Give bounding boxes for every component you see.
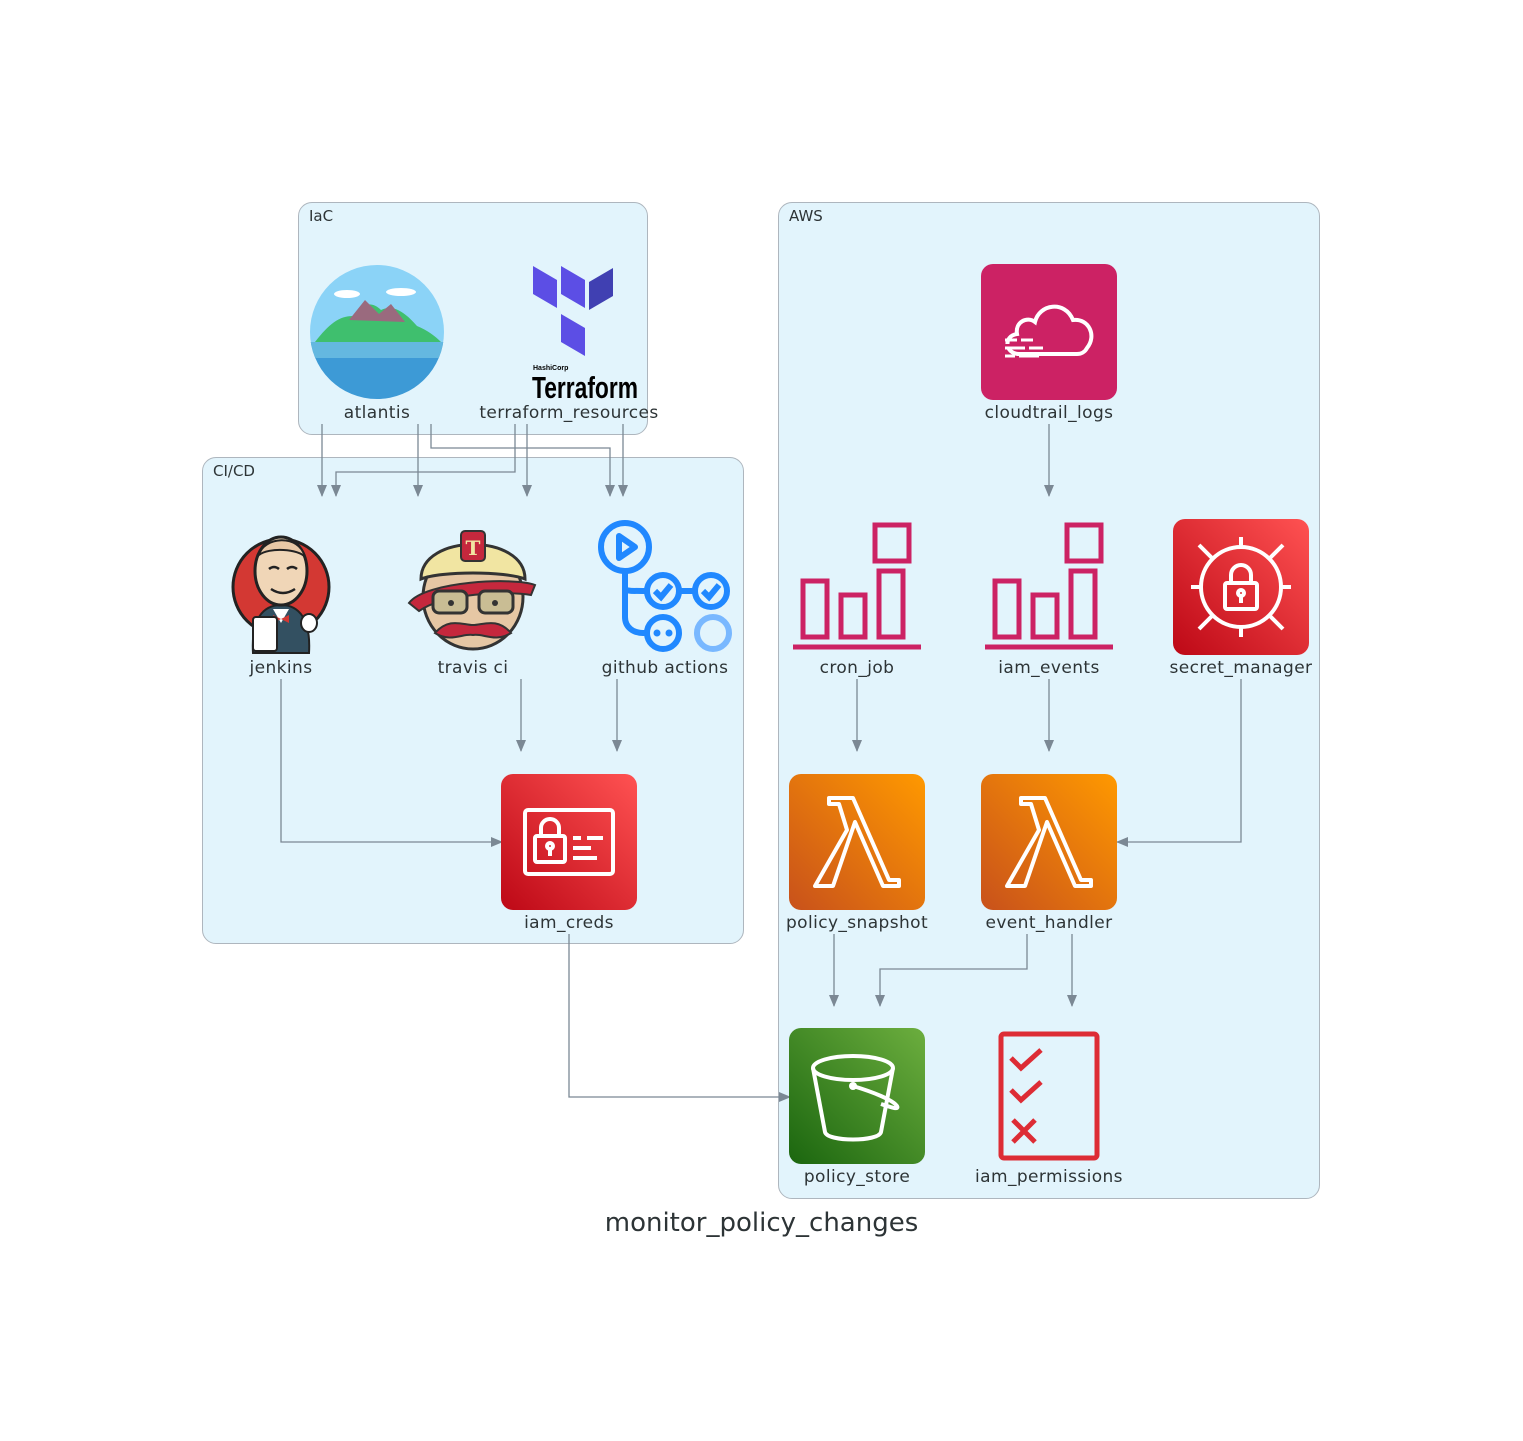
diagram-title: monitor_policy_changes: [604, 1208, 919, 1238]
jenkins-icon: [231, 535, 331, 654]
policy-snapshot-label: policy_snapshot: [785, 913, 929, 933]
node-cloudtrail-logs[interactable]: cloudtrail_logs: [949, 264, 1149, 423]
cluster-aws-label: AWS: [789, 207, 823, 225]
cloudwatch-chart-icon: [985, 522, 1113, 650]
iam-creds-icon: [501, 774, 637, 910]
edge-atlantis-github-actions: [430, 424, 615, 497]
lambda-icon: [981, 774, 1117, 910]
svg-text:Terraform: Terraform: [532, 370, 637, 400]
cron-job-label: cron_job: [819, 658, 895, 678]
atlantis-label: atlantis: [343, 403, 411, 423]
node-github-actions[interactable]: github actions: [565, 519, 765, 678]
cloudwatch-chart-icon: [793, 522, 921, 650]
cloudtrail-icon: [981, 264, 1117, 400]
jenkins-label: jenkins: [249, 658, 313, 678]
cluster-iac-label: IaC: [309, 207, 334, 225]
edge-iam-creds-policy-store: [568, 934, 791, 1102]
node-travis-ci[interactable]: T travis ci: [373, 519, 573, 678]
travis-ci-icon: T: [407, 530, 537, 651]
event-handler-label: event_handler: [985, 913, 1113, 933]
node-cron-job[interactable]: cron_job: [757, 519, 957, 678]
edge-jenkins-iam-creds: [280, 679, 503, 847]
travis-ci-label: travis ci: [437, 658, 509, 678]
checklist-icon: [998, 1031, 1100, 1161]
s3-bucket-icon: [789, 1028, 925, 1164]
svg-text:HashiCorp: HashiCorp: [533, 365, 568, 372]
node-secret-manager[interactable]: secret_manager: [1141, 519, 1341, 678]
node-policy-store[interactable]: policy_store: [757, 1028, 957, 1187]
cloudtrail-logs-label: cloudtrail_logs: [984, 403, 1114, 423]
node-iam-creds[interactable]: iam_creds: [469, 774, 669, 933]
policy-store-label: policy_store: [803, 1167, 911, 1187]
node-iam-permissions[interactable]: iam_permissions: [949, 1028, 1149, 1187]
github-actions-label: github actions: [601, 658, 729, 678]
node-policy-snapshot[interactable]: policy_snapshot: [757, 774, 957, 933]
github-actions-icon: [598, 520, 732, 652]
secrets-manager-icon: [1173, 519, 1309, 655]
terraform-resources-label: terraform_resources: [479, 403, 659, 423]
node-iam-events[interactable]: iam_events: [949, 519, 1149, 678]
svg-text:T: T: [466, 536, 481, 560]
cluster-cicd-label: CI/CD: [213, 462, 255, 480]
node-event-handler[interactable]: event_handler: [949, 774, 1149, 933]
secret-manager-label: secret_manager: [1169, 658, 1313, 678]
terraform-icon: HashiCorp Terraform: [532, 266, 637, 400]
edge-secret-manager-event-handler: [1116, 679, 1242, 847]
iam-permissions-label: iam_permissions: [975, 1167, 1123, 1187]
node-jenkins[interactable]: jenkins: [181, 519, 381, 678]
node-atlantis[interactable]: atlantis: [277, 264, 477, 423]
atlantis-icon: [310, 265, 444, 399]
edge-terraform-jenkins: [331, 424, 516, 497]
lambda-icon: [789, 774, 925, 910]
node-terraform-resources[interactable]: HashiCorp Terraform terraform_resources: [469, 264, 669, 423]
iam-creds-label: iam_creds: [524, 913, 614, 933]
iam-events-label: iam_events: [998, 658, 1100, 678]
edge-event-handler-policy-store: [875, 934, 1028, 1007]
